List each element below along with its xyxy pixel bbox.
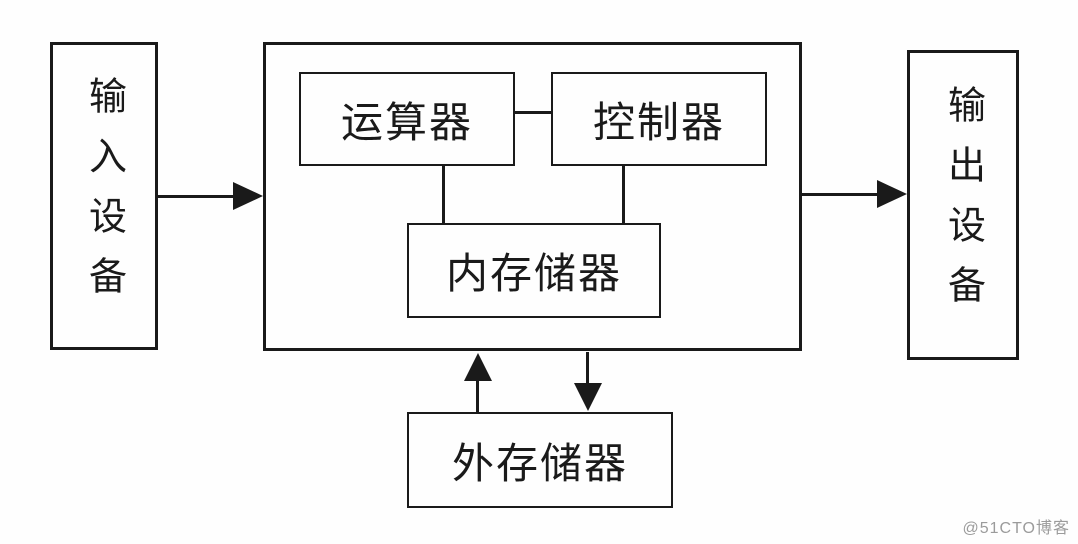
node-control-unit: 控制器: [551, 72, 767, 166]
node-input-device: 输入设备: [50, 42, 158, 350]
watermark-51cto: @51CTO博客: [962, 520, 1070, 537]
edge-host-to-external-memory-line: [586, 352, 589, 385]
arrowhead-right-input-to-host-icon: [233, 182, 263, 210]
edge-input-to-host-line: [158, 195, 236, 198]
output-device-label: 输出设备: [941, 85, 984, 325]
external-memory-label: 外存储器: [451, 439, 628, 487]
edge-external-memory-to-host-line: [476, 377, 479, 412]
arrowhead-up-external-memory-to-host-icon: [464, 353, 492, 381]
connector-control-unit-to-internal-memory: [622, 166, 625, 223]
arrowhead-down-host-to-external-memory-icon: [574, 383, 602, 411]
connector-alu-to-control-unit: [513, 111, 553, 114]
arrowhead-right-host-to-output-icon: [877, 180, 907, 208]
connector-alu-to-internal-memory: [442, 166, 445, 223]
node-output-device: 输出设备: [907, 50, 1019, 360]
node-internal-memory: 内存储器: [407, 223, 661, 318]
input-device-label: 输入设备: [82, 76, 125, 316]
alu-label: 运算器: [340, 98, 473, 146]
node-alu: 运算器: [299, 72, 515, 166]
internal-memory-label: 内存储器: [445, 250, 622, 297]
control-unit-label: 控制器: [592, 98, 725, 146]
edge-host-to-output-line: [801, 193, 880, 196]
node-external-memory: 外存储器: [407, 412, 673, 508]
node-host-block: [263, 42, 802, 351]
